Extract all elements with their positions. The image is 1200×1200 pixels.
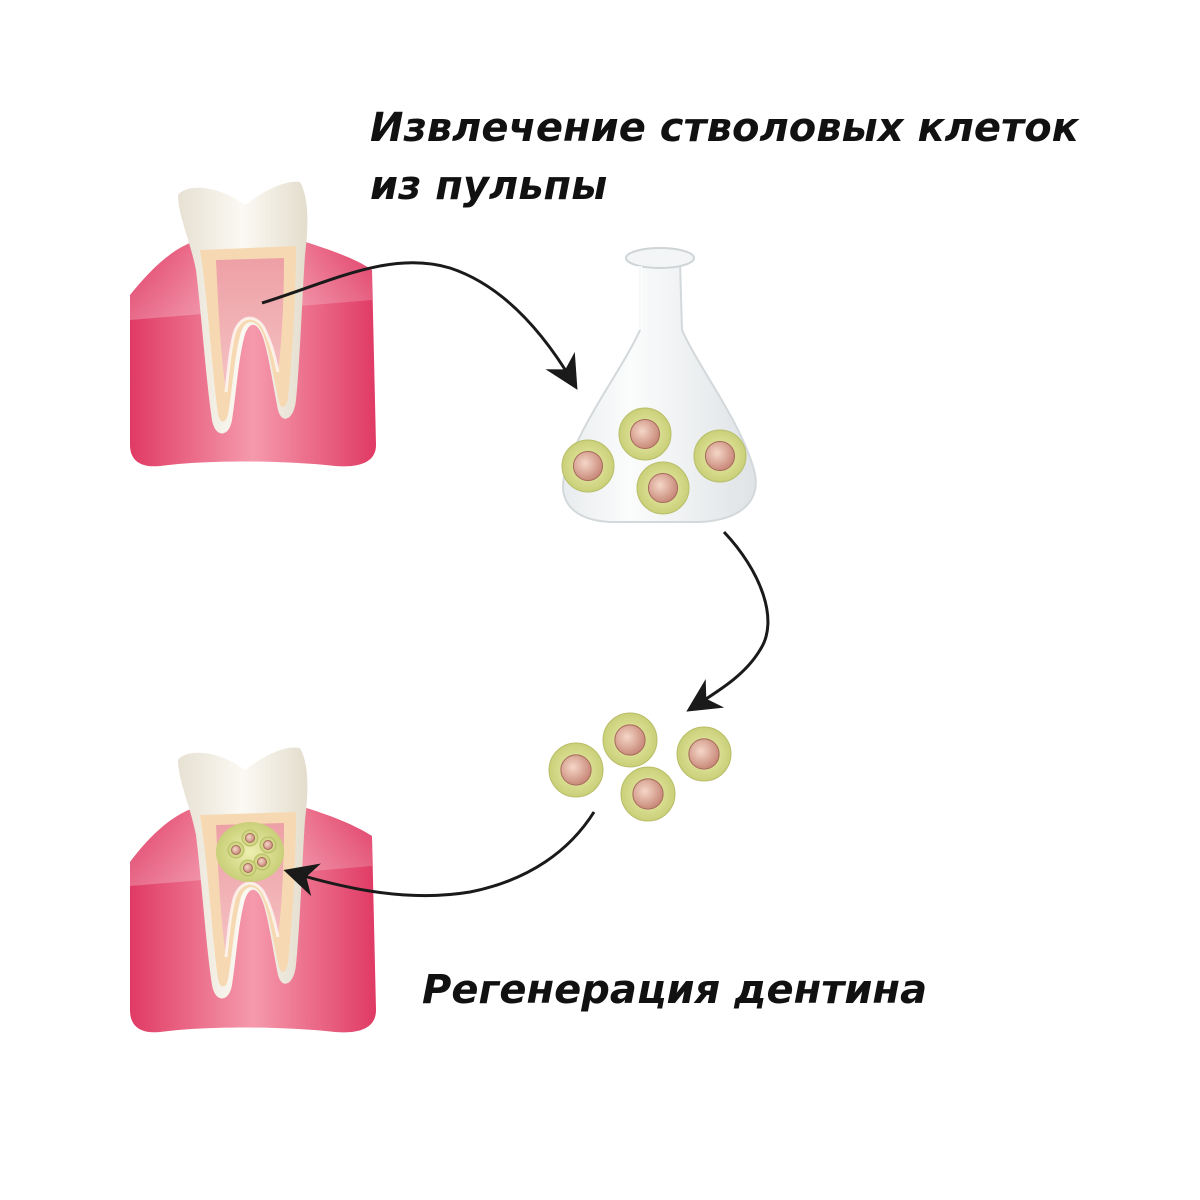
- stem-cell: [602, 712, 658, 768]
- stem-cell: [548, 742, 604, 798]
- stem-cell: [620, 766, 676, 822]
- stem-cell: [561, 439, 615, 493]
- stem-cell: [253, 853, 271, 871]
- stem-cell: [618, 407, 672, 461]
- extraction-title-line-2: из пульпы: [370, 163, 608, 209]
- implanted-cell-cluster: [216, 822, 284, 882]
- regeneration-caption: Регенерация дентина: [422, 967, 928, 1013]
- stem-cell: [676, 726, 732, 782]
- arrow-flask-to-cells: [686, 530, 770, 712]
- stem-cell: [241, 829, 259, 847]
- stem-cell: [636, 461, 690, 515]
- extraction-title-line-1: Извлечение стволовых клеток: [370, 105, 1079, 151]
- tooth-healthy: [130, 181, 376, 467]
- stem-cell: [693, 429, 747, 483]
- arrow-tooth-to-flask: [261, 261, 578, 390]
- arrow-cells-to-tooth: [283, 811, 596, 898]
- pulp-top: [216, 258, 284, 392]
- tooth-regenerating: [130, 747, 376, 1033]
- flask-rim: [625, 247, 695, 269]
- cells-in-flask: [561, 407, 747, 515]
- stem-cell: [259, 836, 277, 854]
- stem-cell: [227, 841, 245, 859]
- cells-isolated: [548, 712, 732, 822]
- stem-cell: [239, 859, 257, 877]
